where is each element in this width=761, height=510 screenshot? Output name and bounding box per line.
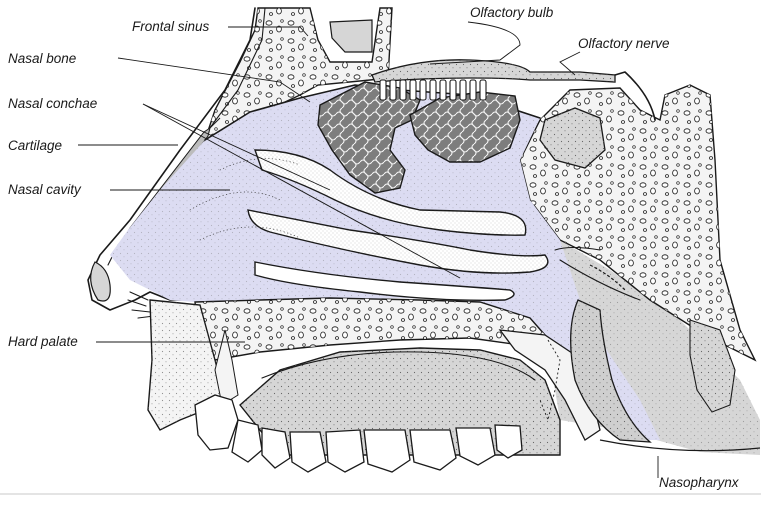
label-frontal-sinus: Frontal sinus [132, 19, 210, 34]
label-nasal-bone: Nasal bone [8, 51, 76, 66]
label-hard-palate: Hard palate [8, 334, 78, 349]
leader-olfactory-bulb [430, 22, 520, 64]
label-nasal-cavity: Nasal cavity [8, 182, 82, 197]
label-cartilage: Cartilage [8, 138, 62, 153]
label-nasal-conchae: Nasal conchae [8, 96, 97, 111]
label-olfactory-bulb: Olfactory bulb [470, 5, 554, 20]
label-nasopharynx: Nasopharynx [659, 475, 740, 490]
label-olfactory-nerve: Olfactory nerve [578, 36, 670, 51]
